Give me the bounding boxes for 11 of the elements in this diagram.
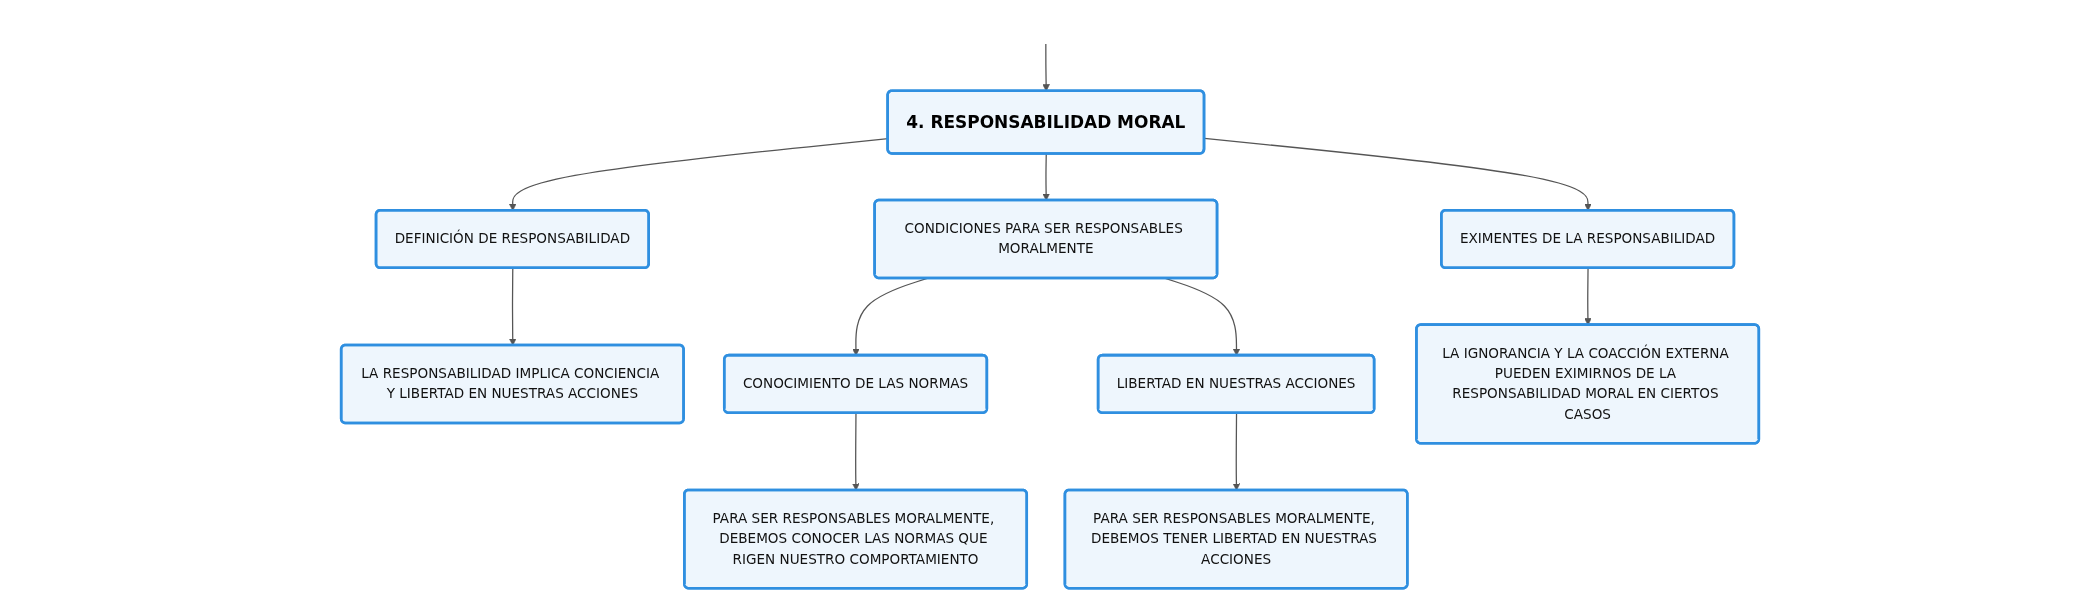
topic-box: CONOCIMIENTO DE LAS NORMAS: [722, 353, 989, 415]
topic-box: EXIMENTES DE LA RESPONSABILIDAD: [1440, 208, 1736, 270]
topic-box: LA IGNORANCIA Y LA COACCIÓN EXTERNA PUEDEN EXIMIRNOS DE LA RESPONSABILIDAD MORAL EN CIERTOS CASOS: [1415, 323, 1761, 445]
topic-box: LIBERTAD EN NUESTRAS ACCIONES: [1096, 353, 1376, 415]
topic-box: PARA SER RESPONSABLES MORALMENTE, DEBEMOS CONOCER LAS NORMAS QUE RIGEN NUESTRO COMPORTAMIENTO: [683, 488, 1029, 590]
connector-arrow: [1042, 153, 1050, 201]
topic-box: LA RESPONSABILIDAD IMPLICA CONCIENCIA Y LIBERTAD EN NUESTRAS ACCIONES: [339, 343, 685, 425]
topic-box: CONDICIONES PARA SER RESPONSABLES MORALMENTE: [873, 198, 1219, 280]
topic-box: DEFINICIÓN DE RESPONSABILIDAD: [374, 208, 650, 270]
topic-box: PARA SER RESPONSABLES MORALMENTE, DEBEMOS TENER LIBERTAD EN NUESTRAS ACCIONES: [1063, 488, 1409, 590]
main-topic-box: 4. RESPONSABILIDAD MORAL: [886, 89, 1206, 155]
